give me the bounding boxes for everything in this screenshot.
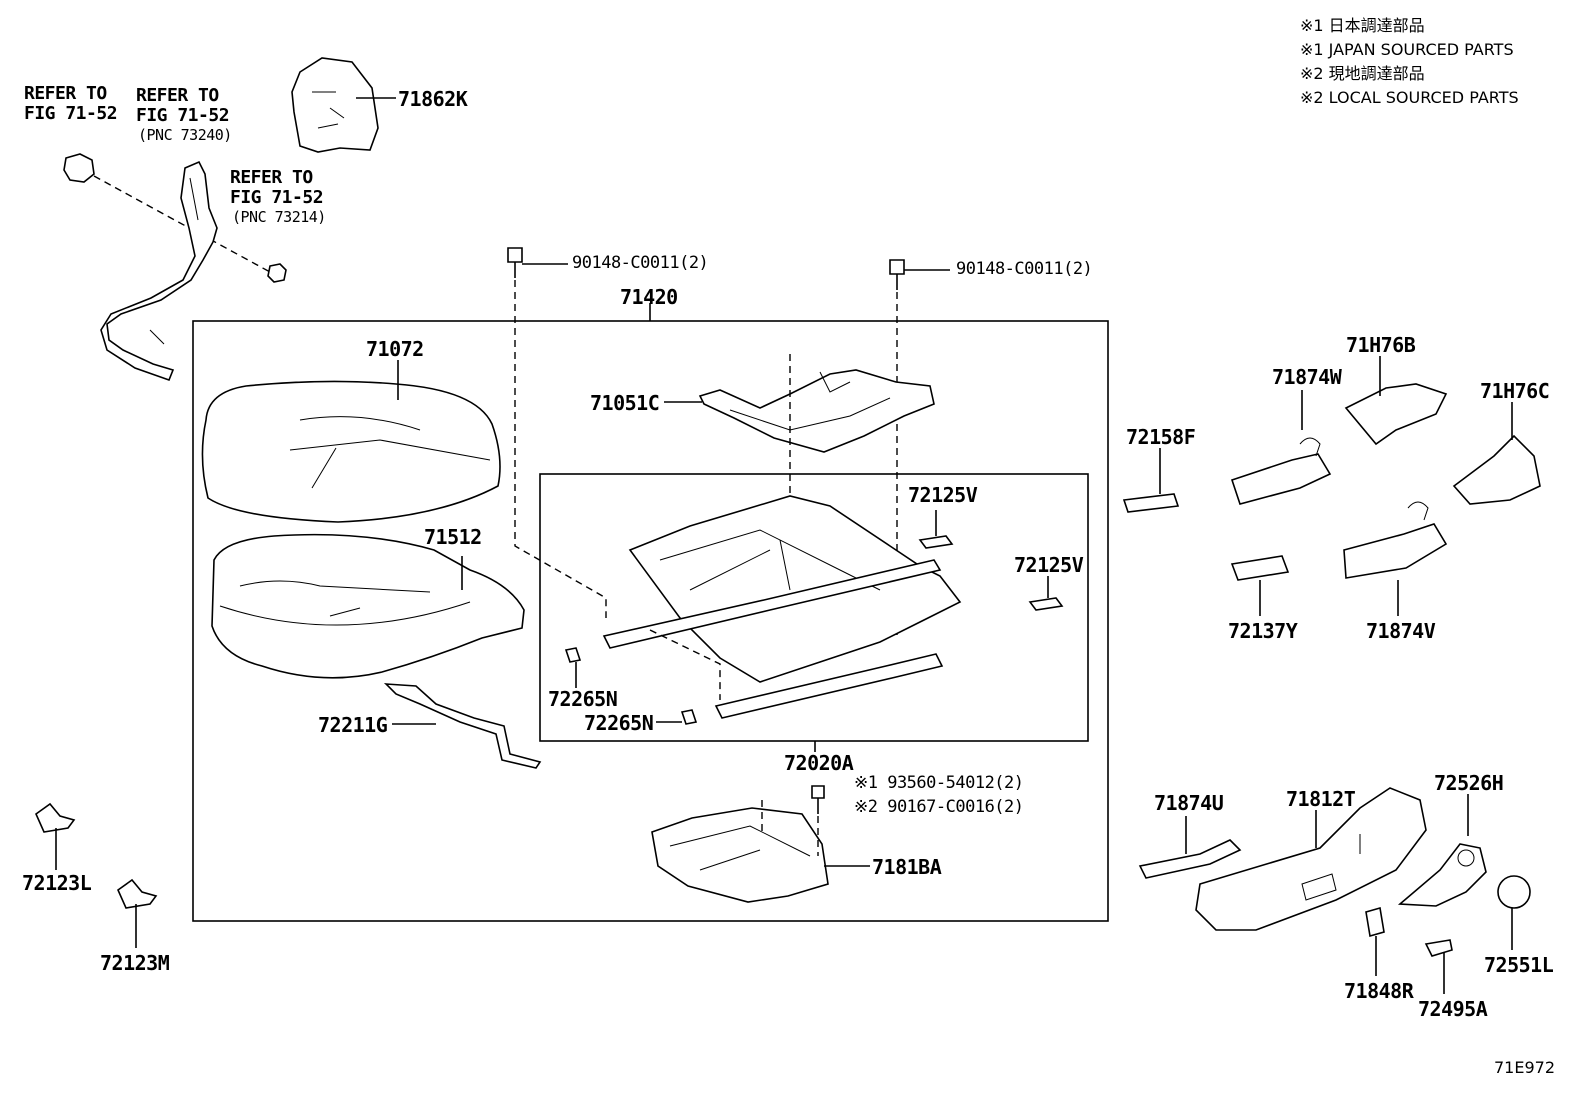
part-label-72265N-b[interactable]: 72265N — [584, 711, 654, 735]
part-label-90167[interactable]: ※2 90167-C0016(2) — [854, 797, 1024, 817]
legend-line-1: ※1 日本調達部品 — [1300, 16, 1425, 35]
part-label-71874W[interactable]: 71874W — [1272, 365, 1342, 389]
part-label-72551L[interactable]: 72551L — [1484, 953, 1554, 977]
part-label-72020A[interactable]: 72020A — [784, 751, 854, 775]
clip-72125V-b-drawing — [1028, 576, 1064, 611]
part-72158F-drawing — [1122, 448, 1180, 513]
part-72495A-drawing — [1424, 939, 1453, 994]
part-71H76B-drawing — [1344, 356, 1448, 446]
part-label-71H76C[interactable]: 71H76C — [1480, 379, 1550, 403]
seat-pad-71512-drawing — [211, 533, 525, 679]
part-72551L-drawing — [1497, 875, 1531, 950]
cover-71862K-drawing — [291, 57, 396, 153]
part-label-7181BA[interactable]: 7181BA — [872, 855, 942, 879]
part-label-72158F[interactable]: 72158F — [1126, 425, 1196, 449]
ref3-pnc: (PNC 73214) — [232, 208, 326, 226]
part-label-71051C[interactable]: 71051C — [590, 391, 660, 415]
adjuster-frame-drawing — [602, 495, 962, 719]
part-label-71072[interactable]: 71072 — [366, 337, 424, 361]
ref3-line2: FIG 71-52 — [230, 187, 324, 208]
part-label-72137Y[interactable]: 72137Y — [1228, 619, 1298, 643]
part-71874W-drawing — [1230, 390, 1332, 505]
part-label-71874U[interactable]: 71874U — [1154, 791, 1224, 815]
part-label-72526H[interactable]: 72526H — [1434, 771, 1504, 795]
part-label-72123M[interactable]: 72123M — [100, 951, 170, 975]
part-label-71420[interactable]: 71420 — [620, 285, 678, 309]
lower-frame-7181BA-drawing — [651, 785, 870, 903]
bolt-left-drawing — [507, 247, 607, 618]
part-label-72265N-a[interactable]: 72265N — [548, 687, 618, 711]
part-label-71512[interactable]: 71512 — [424, 525, 482, 549]
clip-72125V-a-drawing — [918, 510, 954, 549]
part-label-72495A[interactable]: 72495A — [1418, 997, 1488, 1021]
ref1-line2: FIG 71-52 — [24, 103, 118, 124]
clip-72123L-drawing — [35, 802, 76, 870]
part-72526H-drawing — [1397, 794, 1487, 907]
legend-line-4: ※2 LOCAL SOURCED PARTS — [1300, 88, 1519, 107]
clip-72265N-b-drawing — [656, 709, 698, 725]
part-71874U-drawing — [1138, 816, 1242, 879]
clip-72265N-a-drawing — [564, 647, 582, 688]
ref2-pnc: (PNC 73240) — [138, 126, 232, 144]
part-71812T-drawing — [1195, 787, 1427, 931]
legend-line-3: ※2 現地調達部品 — [1300, 64, 1425, 83]
part-label-90148-right[interactable]: 90148-C0011(2) — [956, 259, 1093, 279]
ref2-line2: FIG 71-52 — [136, 105, 230, 126]
part-label-72123L[interactable]: 72123L — [22, 871, 92, 895]
part-label-93560[interactable]: ※1 93560-54012(2) — [854, 773, 1024, 793]
legend-line-2: ※1 JAPAN SOURCED PARTS — [1300, 40, 1514, 59]
part-71H76C-drawing — [1452, 402, 1541, 505]
part-label-72125V-a[interactable]: 72125V — [908, 483, 978, 507]
ref1-line1: REFER TO — [24, 83, 107, 104]
part-label-72125V-b[interactable]: 72125V — [1014, 553, 1084, 577]
seat-cover-71072-drawing — [201, 360, 501, 523]
adjuster-72020A-frame — [539, 473, 1089, 742]
wire-72211G-drawing — [383, 683, 542, 769]
part-72137Y-drawing — [1230, 555, 1290, 616]
part-label-72211G[interactable]: 72211G — [318, 713, 388, 737]
part-label-71H76B[interactable]: 71H76B — [1346, 333, 1416, 357]
part-label-71874V[interactable]: 71874V — [1366, 619, 1436, 643]
part-71874V-drawing — [1343, 501, 1448, 616]
part-label-71848R[interactable]: 71848R — [1344, 979, 1414, 1003]
ref3-line1: REFER TO — [230, 167, 313, 188]
part-label-90148-left[interactable]: 90148-C0011(2) — [572, 253, 709, 273]
part-label-71862K[interactable]: 71862K — [398, 87, 468, 111]
belt-anchor-drawing — [63, 153, 287, 382]
clip-72123M-drawing — [117, 878, 158, 948]
part-71848R-drawing — [1365, 906, 1385, 976]
ref2-line1: REFER TO — [136, 85, 219, 106]
part-label-71812T[interactable]: 71812T — [1286, 787, 1356, 811]
figure-code: 71E972 — [1494, 1058, 1556, 1077]
